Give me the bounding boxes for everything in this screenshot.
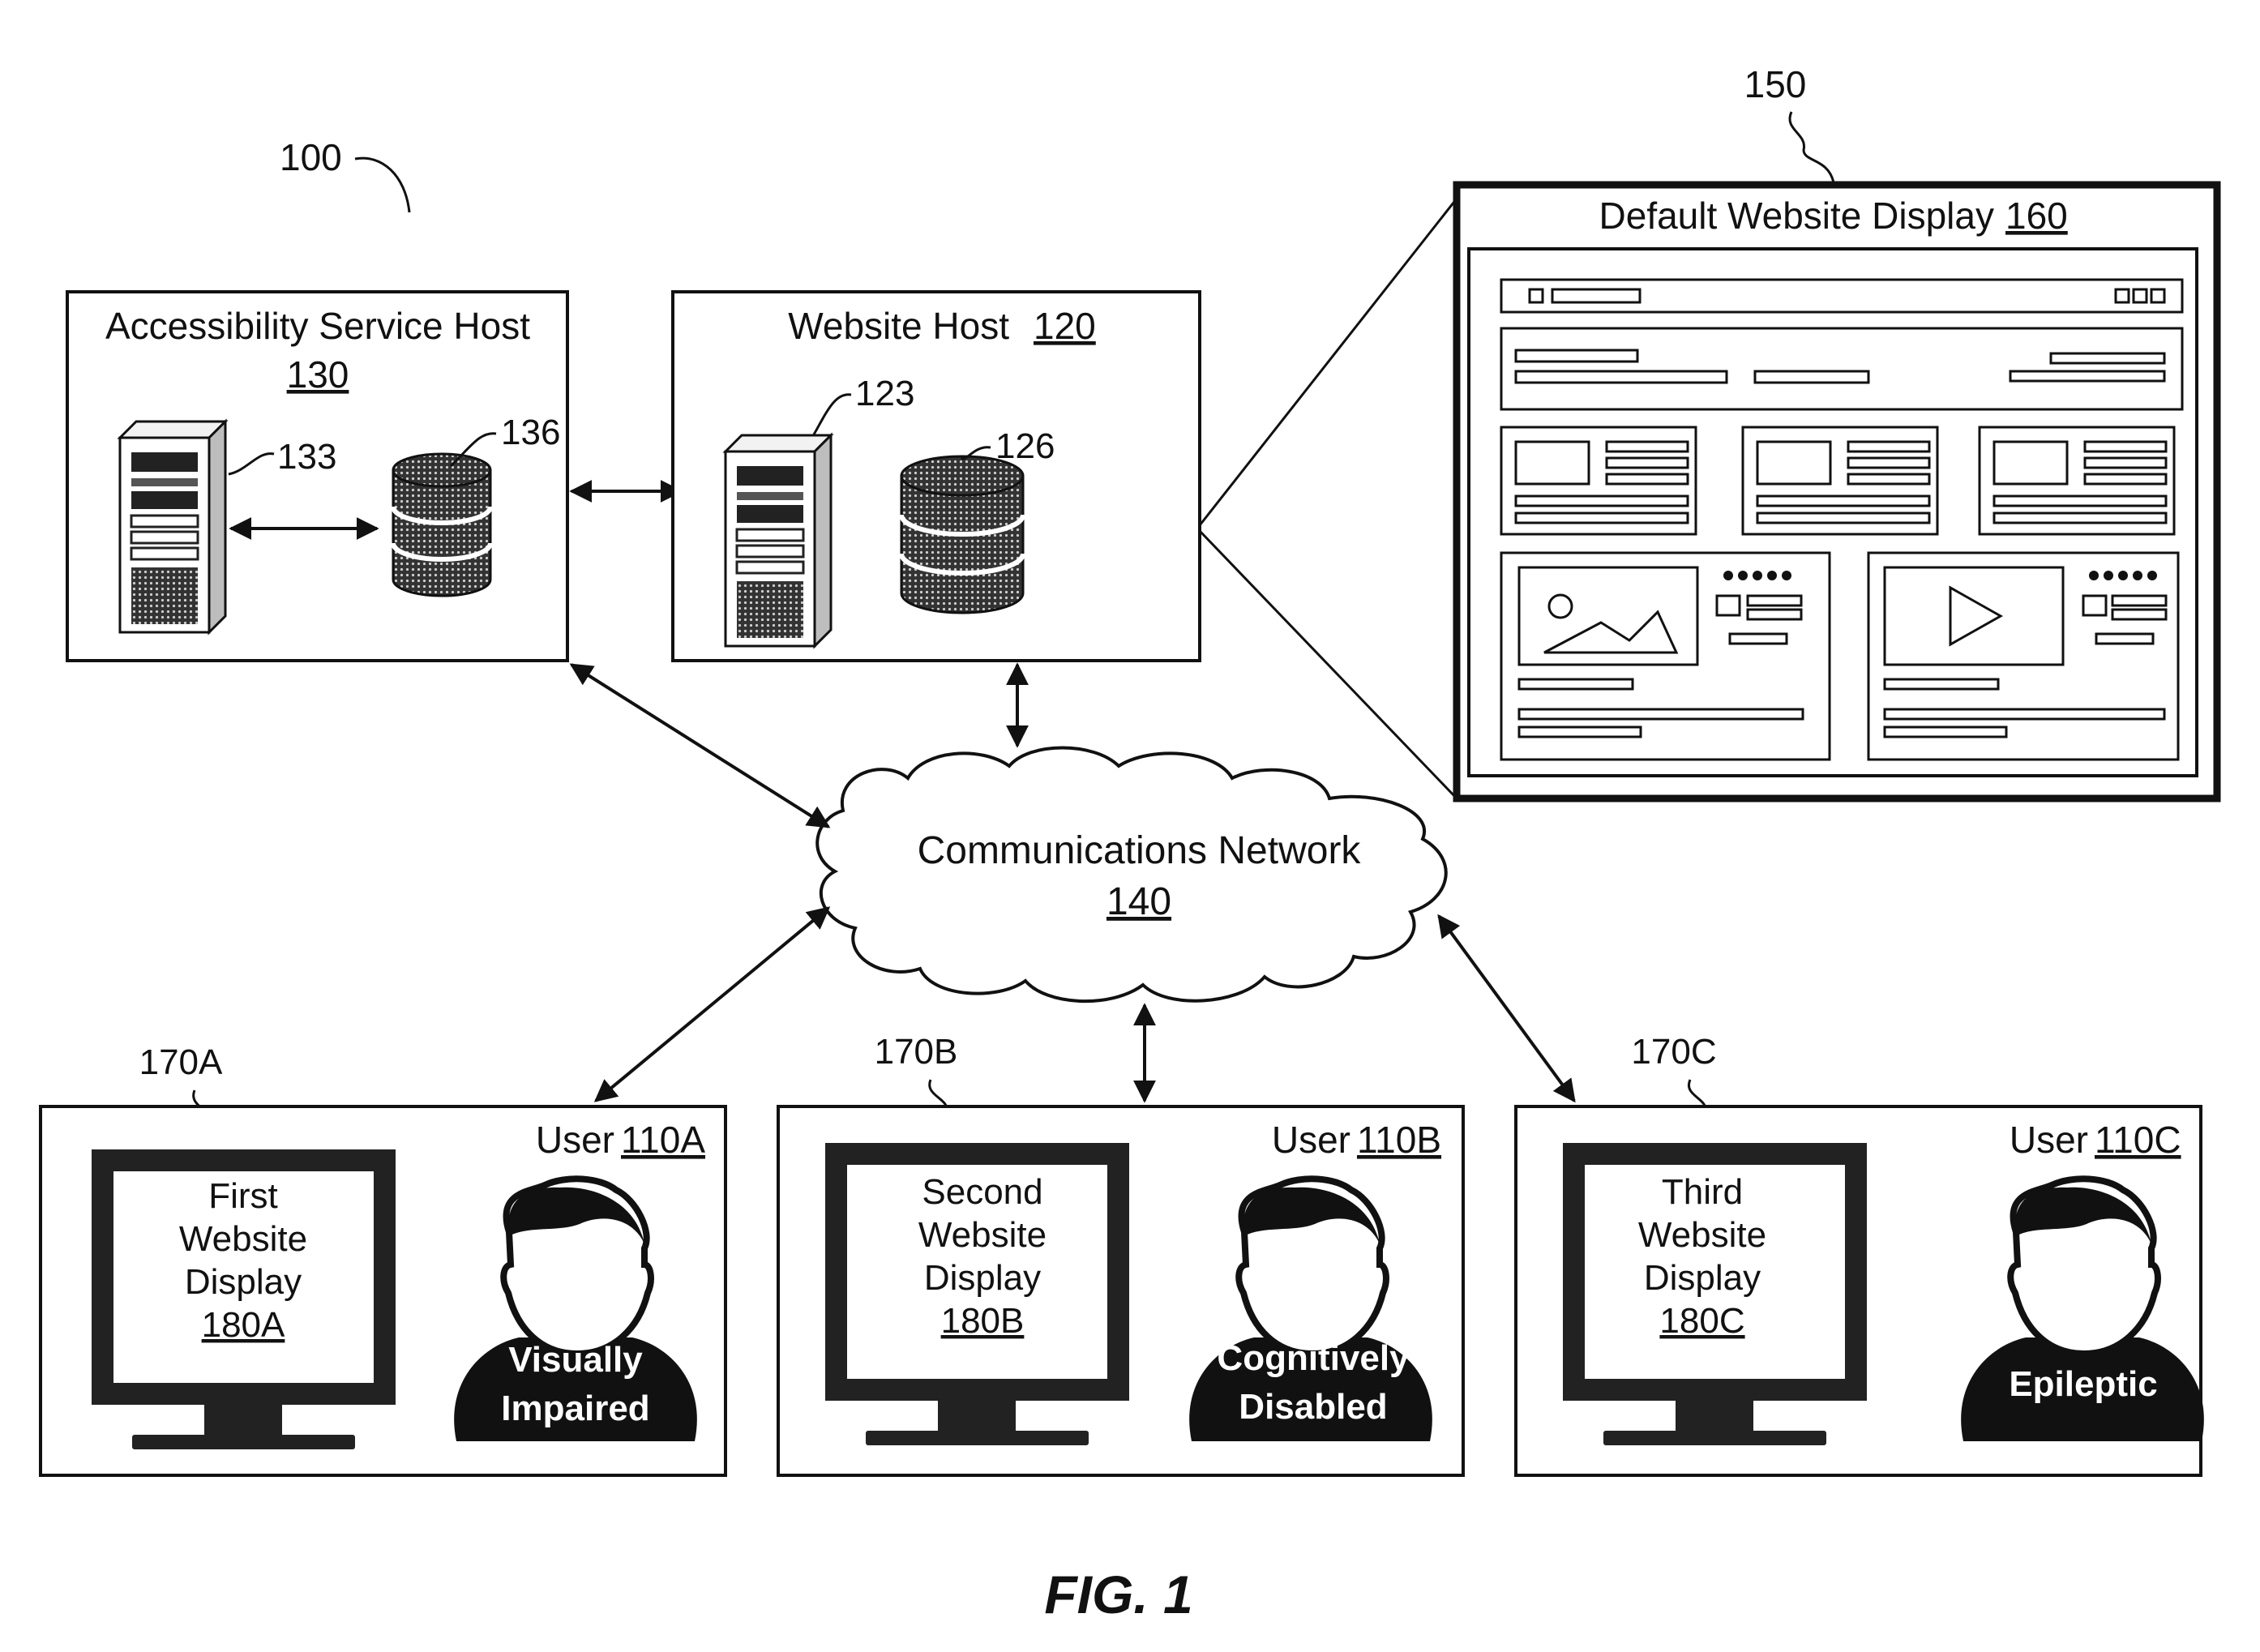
accessibility-host-title: Accessibility Service Host — [105, 305, 530, 347]
display-line: Second — [922, 1172, 1042, 1212]
condition-line: Cognitively — [1217, 1338, 1410, 1378]
display-line: Third — [1662, 1172, 1743, 1212]
user-avatar-icon — [1961, 1175, 2204, 1441]
database-ref-label: 136 — [501, 413, 560, 452]
monitor-icon — [1563, 1143, 1867, 1445]
display-line: Display — [185, 1262, 302, 1302]
communications-network: Communications Network 140 — [815, 746, 1448, 1004]
user-panel-a: 170A User 110A First Website Display 180… — [39, 1042, 727, 1477]
database-ref-leader — [449, 432, 497, 468]
device-ref-label: 170B — [875, 1032, 958, 1072]
device-ref-label: 170A — [139, 1042, 223, 1082]
display-ref: 180C — [1659, 1301, 1744, 1341]
condition-line: Epileptic — [2009, 1364, 2157, 1404]
server-ref-label: 133 — [277, 437, 336, 477]
network-cloud-icon — [815, 746, 1448, 1004]
website-host: Website Host 120 123 126 — [671, 290, 1201, 662]
display-ref: 180A — [202, 1305, 285, 1345]
user-ref: 110B — [1357, 1119, 1441, 1161]
server-ref-label: 123 — [855, 374, 914, 413]
website-mockup — [1467, 247, 2198, 777]
user-label: User — [1272, 1119, 1350, 1161]
server-ref-leader — [812, 393, 852, 435]
network-ref: 140 — [1106, 880, 1171, 923]
display-ref: 180B — [941, 1301, 1025, 1341]
user-avatar-icon — [454, 1175, 697, 1441]
image-placeholder-icon — [1547, 593, 1573, 619]
system-ref-leader — [354, 156, 411, 213]
user-ref: 110A — [621, 1119, 705, 1161]
device-ref-label: 170C — [1631, 1032, 1716, 1072]
default-display-ref: 160 — [2005, 195, 2068, 237]
display-line: Website — [179, 1219, 307, 1259]
accessibility-host-network-link — [569, 663, 831, 828]
database-ref-leader — [961, 446, 991, 460]
accessibility-host-ref: 130 — [287, 353, 349, 396]
user-a-network-link — [593, 906, 831, 1102]
database-ref-label: 126 — [995, 426, 1055, 466]
user-c-network-link — [1437, 914, 1576, 1103]
default-display-title: Default Website Display — [1599, 195, 1994, 237]
display-line: First — [208, 1176, 278, 1216]
monitor-icon — [825, 1143, 1129, 1445]
condition-line: Visually — [508, 1340, 643, 1380]
system-ref-label: 100 — [280, 136, 342, 178]
user-label: User — [2010, 1119, 2088, 1161]
default-display-callout-leader — [1788, 111, 1835, 183]
zoom-line-lower — [1198, 529, 1458, 800]
website-host-ref: 120 — [1034, 305, 1096, 347]
condition-line: Impaired — [501, 1389, 649, 1428]
default-website-display: 150 Default Website Display 160 — [1453, 63, 2221, 802]
figure-caption: FIG. 1 — [1044, 1564, 1192, 1624]
display-line: Display — [924, 1258, 1041, 1298]
user-panel-c: 170C User 110C Third Website Display 180… — [1514, 1032, 2204, 1477]
play-icon — [1949, 585, 2004, 647]
database-icon — [899, 455, 1025, 614]
accessibility-service-host: Accessibility Service Host 130 133 136 — [66, 290, 569, 662]
display-line: Website — [918, 1215, 1047, 1255]
user-avatar-icon — [1189, 1175, 1432, 1441]
server-icon — [117, 418, 229, 636]
condition-line: Disabled — [1239, 1387, 1387, 1427]
database-icon — [391, 452, 493, 597]
website-host-title: Website Host — [788, 305, 1009, 347]
user-panel-b: 170B User 110B Second Website Display 18… — [777, 1032, 1465, 1477]
monitor-icon — [92, 1149, 396, 1449]
server-ref-leader — [228, 452, 275, 476]
user-label: User — [536, 1119, 614, 1161]
default-display-callout-ref: 150 — [1744, 63, 1807, 105]
display-line: Display — [1644, 1258, 1761, 1298]
display-line: Website — [1638, 1215, 1766, 1255]
zoom-line-upper — [1198, 198, 1458, 526]
user-ref: 110C — [2095, 1119, 2181, 1161]
server-icon — [722, 432, 834, 649]
network-title: Communications Network — [918, 829, 1362, 872]
